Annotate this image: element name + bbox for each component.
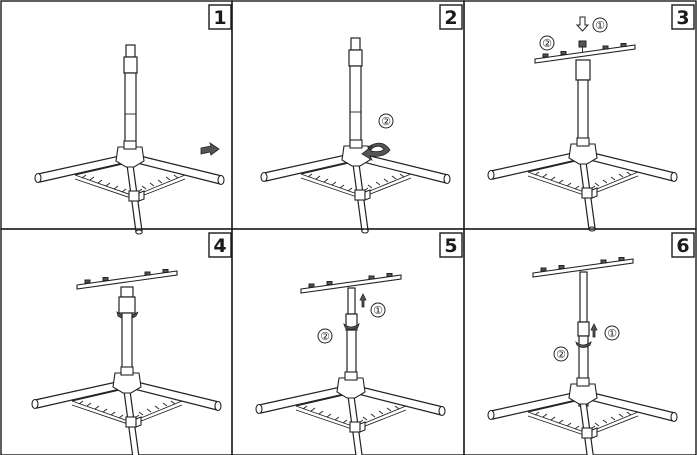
rotate-arrow-icon [575, 340, 592, 348]
callout-label: ① [607, 327, 617, 340]
panel-frame [463, 228, 697, 455]
panel-6: 6 ① ② [463, 228, 697, 455]
panel-frame [0, 228, 233, 455]
panel-4: 4 [0, 228, 233, 455]
down-arrow-icon [575, 16, 590, 32]
step-badge [208, 4, 232, 30]
callout-circle [604, 325, 620, 341]
callout-circle [370, 302, 386, 318]
step-number: 1 [213, 7, 226, 29]
up-arrow-icon [359, 293, 367, 308]
callout-label: ① [373, 304, 383, 317]
panel-2: 2 ② [231, 0, 465, 234]
callout-circle [539, 35, 555, 51]
step-number: 5 [444, 235, 457, 257]
panel-5: 5 ① ② [231, 228, 465, 455]
panel-3: 3 ① ② [463, 0, 697, 232]
callout-circle [553, 346, 569, 362]
callout-circle [592, 17, 608, 33]
step-badge [439, 4, 463, 30]
step-badge [671, 4, 695, 30]
callout-label: ② [320, 330, 330, 343]
callout-label: ② [542, 37, 552, 50]
callout-label: ② [381, 115, 391, 128]
slide-arrow-icon [200, 142, 220, 156]
rotate-arrow-icon [343, 322, 360, 330]
step-number: 3 [676, 7, 689, 29]
callout-label: ① [595, 19, 605, 32]
panel-frame [0, 0, 233, 230]
callout-circle [317, 328, 333, 344]
step-badge [439, 232, 463, 258]
step-badge [671, 232, 695, 258]
callout-circle [378, 113, 394, 129]
callout-label: ② [556, 348, 566, 361]
panel-1: 1 [0, 0, 233, 235]
step-number: 4 [213, 235, 226, 257]
step-number: 2 [444, 7, 457, 29]
rotate-arrow-icon [361, 142, 391, 162]
step-badge [208, 232, 232, 258]
step-number: 6 [676, 235, 689, 257]
up-arrow-icon [590, 323, 598, 338]
panel-frame [231, 0, 465, 230]
